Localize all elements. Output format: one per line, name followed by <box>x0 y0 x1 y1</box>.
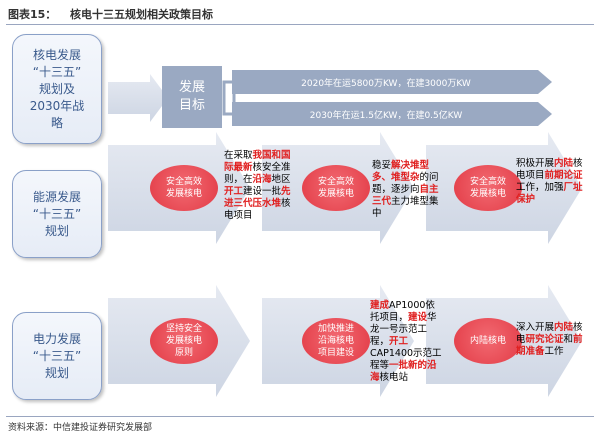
description-text: 核安全准则，在 <box>224 162 291 185</box>
highlight-text: 自主三代 <box>372 184 439 207</box>
highlight-text: 开工 <box>389 336 409 347</box>
figure-label: 图表15： <box>8 8 57 21</box>
development-goal-box: 发展 目标 <box>162 66 222 128</box>
highlight-text: 建成 <box>370 300 390 311</box>
highlight-text: 厂址保护 <box>516 182 583 205</box>
policy-pill: 安全高效 发展核电 <box>454 165 522 211</box>
footer-divider <box>6 416 594 417</box>
description-text: 核电站 <box>379 372 409 383</box>
goal-box-power: 电力发展 “十三五” 规划 <box>12 312 102 400</box>
policy-pill: 安全高效 发展核电 <box>150 165 218 211</box>
policy-description: 在采取我国和国际最新核安全准则，在沿海地区开工建设一批先进三代压水堆核电项目 <box>224 150 296 222</box>
target-bar-2-shape <box>232 102 552 126</box>
source-note: 资料来源：中信建投证券研究发展部 <box>8 423 153 433</box>
description-text: 地区 <box>271 174 291 185</box>
description-text: 核电项目 <box>224 198 291 221</box>
header-divider <box>6 24 594 25</box>
policy-pill: 内陆核电 <box>454 318 522 364</box>
description-text: 核电 <box>516 322 583 345</box>
highlight-text: 开工 <box>224 186 244 197</box>
figure-title: 核电十三五规划相关政策目标 <box>70 8 213 21</box>
figure-header: 图表15： 核电十三五规划相关政策目标 <box>0 0 600 30</box>
highlight-text: 前期准备 <box>516 334 583 357</box>
target-bar-1-shape <box>232 70 552 94</box>
highlight-text: 建设 <box>408 312 428 323</box>
highlight-text: 一批新的沿海 <box>370 360 437 383</box>
highlight-text: 前期论证 <box>544 170 583 181</box>
policy-description: 深入开展内陆核电研究论证和前期准备工作 <box>516 322 588 358</box>
arrow-row1 <box>108 74 168 122</box>
goal-box-energy: 能源发展 “十三五” 规划 <box>12 170 102 258</box>
description-text: 建设一批 <box>243 186 282 197</box>
policy-description: 建成AP1000依托项目，建设华龙一号示范工程，开工CAP1400示范工程等一批… <box>370 300 442 384</box>
description-text: CAP1400示范工程等 <box>370 348 442 371</box>
description-text: 主力堆型集中 <box>372 196 439 219</box>
policy-description: 稳妥解决堆型多、堆型杂的问题，逐步向自主三代主力堆型集中 <box>372 160 444 220</box>
goal-label: 核电发展 “十三五” 规划及 2030年战 略 <box>29 47 85 130</box>
policy-description: 积极开展内陆核电项目前期论证工作，加强厂址保护 <box>516 158 588 206</box>
description-text: 和 <box>563 334 574 345</box>
target-bracket <box>222 80 236 116</box>
description-text: 深入开展 <box>516 322 555 333</box>
description-text: 在采取 <box>224 150 253 161</box>
description-text: 稳妥 <box>372 160 392 171</box>
highlight-text: 内陆 <box>554 158 574 169</box>
description-text: 工作 <box>544 346 564 357</box>
description-text: 积极开展 <box>516 158 555 169</box>
description-text: 工作，加强 <box>516 182 564 193</box>
description-text: 核电项目 <box>516 158 583 181</box>
highlight-text: 先进三代压水堆 <box>224 186 291 209</box>
policy-pill: 安全高效 发展核电 <box>302 165 370 211</box>
highlight-text: 研究论证 <box>525 334 564 345</box>
policy-pill: 坚持安全 发展核电 原则 <box>150 318 218 364</box>
goal-box-nuclear: 核电发展 “十三五” 规划及 2030年战 略 <box>12 34 102 144</box>
target-2020: 2020年在运5800万KW，在建3000万KW <box>301 78 471 89</box>
highlight-text: 解决堆型多、堆型杂 <box>372 160 430 183</box>
description-text: AP1000依托项目， <box>370 300 435 323</box>
goal-label: 能源发展 “十三五” 规划 <box>32 189 82 238</box>
description-text: 的问题，逐步向 <box>372 172 439 195</box>
highlight-text: 沿海 <box>252 174 272 185</box>
target-2030: 2030年在运1.5亿KW，在建0.5亿KW <box>309 110 463 121</box>
highlight-text: 我国和国际最新 <box>224 150 291 173</box>
policy-pill: 加快推进 沿海核电 项目建设 <box>302 318 370 364</box>
highlight-text: 内陆 <box>554 322 574 333</box>
goal-label: 电力发展 “十三五” 规划 <box>32 331 82 380</box>
description-text: 华龙一号示范工程， <box>370 312 437 347</box>
